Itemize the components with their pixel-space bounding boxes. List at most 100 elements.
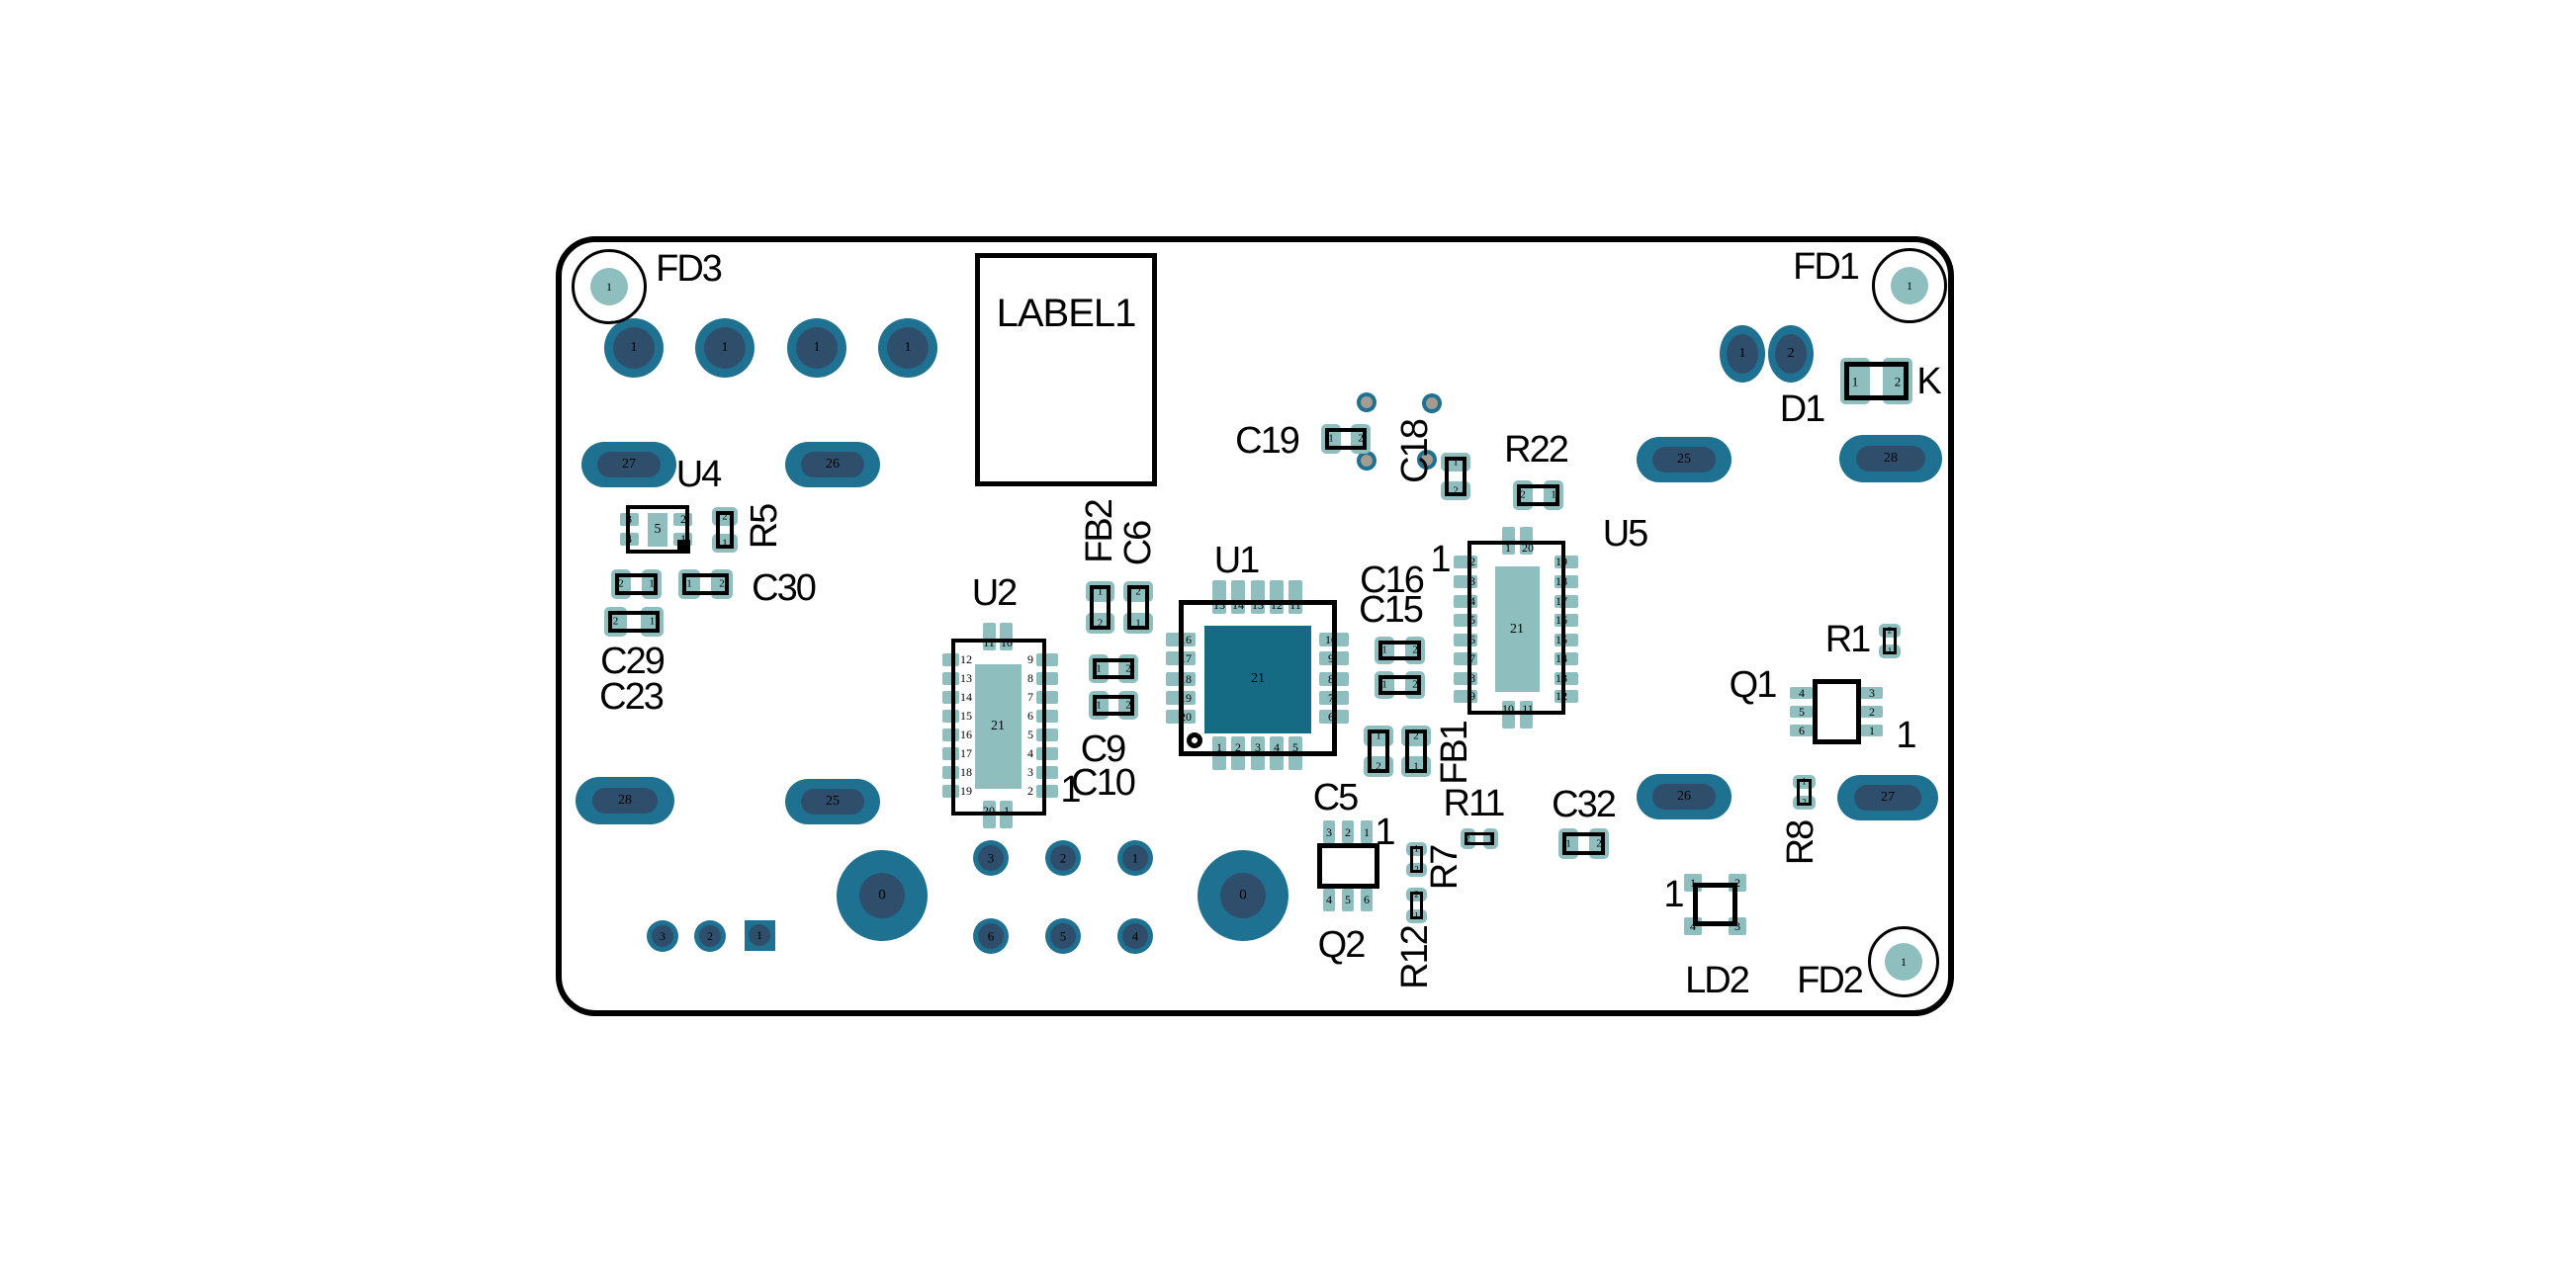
ic-u5-pad-3 [1454,575,1477,588]
chip-r8-num1: 1 [1802,776,1807,787]
chip-c9-body [1093,658,1134,679]
ic-u5-pin-number-9: 9 [1469,689,1475,703]
ic-u2-pin-number-17: 17 [960,746,972,760]
ic-u2-pin-number-10: 10 [1001,636,1013,649]
hole-1b-number: 1 [721,340,729,355]
slot-27-tl-number: 27 [622,457,636,472]
ic-u2-pin-number-2: 2 [1027,784,1033,798]
slot-25-bl-inner [801,789,864,815]
ic-u1-thermal-number: 21 [1251,671,1265,686]
pin1-ld2: 1 [1663,874,1684,915]
chip-c6-num2: 1 [1135,617,1141,629]
ref-r22: R22 [1504,429,1569,471]
ref-fb1: FB1 [1434,722,1475,785]
ref-c19: C19 [1235,420,1300,462]
ic-u2-pin-number-4: 4 [1027,746,1033,760]
chip-r7-num1: 1 [1414,843,1419,854]
chip-d1-body [1844,362,1909,400]
mount-0b-inner [1220,873,1266,918]
ref-q1: Q1 [1729,664,1778,706]
ic-u4-pin-number-1: 1 [680,532,686,546]
ref-q2: Q2 [1317,924,1367,966]
ic-q2-pad-1 [1361,820,1373,843]
via-3-hole [1361,455,1373,467]
ic-q2-pad-3 [1323,820,1335,843]
ic-u2-pad-5 [1036,729,1058,741]
ref-ld2: LD2 [1685,960,1750,1001]
hole-3-number: 3 [987,850,995,866]
ref-c32: C32 [1552,784,1617,825]
ic-u1-pin-number-2: 2 [1235,740,1241,754]
hole-4-number: 4 [1131,928,1139,944]
ic-q1-pin-number-3: 3 [1869,686,1875,700]
chip-r8-num2: 2 [1802,797,1807,808]
ic-u2-thermal-number: 21 [991,719,1005,733]
hole-1c-inner [796,327,838,369]
ic-u2-pad-11 [983,623,996,650]
ic-u1-pin-number-18: 18 [1180,672,1192,686]
ic-u2-pin-number-7: 7 [1027,690,1033,704]
ic-u1-pin-number-3: 3 [1255,740,1261,754]
ic-u5-pad-16 [1554,614,1578,627]
ic-u5-pin-number-12: 12 [1555,689,1567,703]
chip-r22-num2: 1 [1551,488,1556,501]
ic-u5-pad-13 [1554,672,1578,685]
chip-r12-num2: 1 [1414,910,1419,921]
ic-u1-pin-number-17: 17 [1180,651,1192,665]
ref-r7: R7 [1424,845,1466,891]
chip-r22-body [1517,484,1559,506]
ic-q1-pad-6 [1790,725,1813,736]
chip-c30-b-num2: 2 [719,577,725,590]
ic-u2-pin-number-9: 9 [1027,652,1033,666]
chip-c29-body [608,611,660,633]
ic-u2-pin-number-11: 11 [983,636,995,649]
chip-r22-num1: 2 [1520,488,1526,501]
chip-c32-num2: 2 [1596,837,1602,849]
chip-c10-num1: 1 [1096,699,1102,711]
ic-u5-pin-number-18: 18 [1555,574,1567,588]
ref-c6: C6 [1117,521,1159,566]
ic-u2-pin-number-18: 18 [960,765,972,779]
ic-q1-pad-5 [1790,706,1813,718]
hole-6-inner [978,923,1004,949]
chip-fb1-b-num2: 1 [1413,760,1419,772]
ic-q2-pin-number-1: 1 [1364,825,1370,839]
hole-1c-number: 1 [813,340,821,355]
chip-c18-num2: 2 [1453,484,1459,496]
ic-q1-pad-3 [1860,687,1883,699]
ic-q2-pad-4 [1323,889,1335,911]
chip-fb1-a-body [1368,730,1389,773]
ic-u5-pad-18 [1554,575,1578,588]
ic-u2-pin-number-12: 12 [960,652,972,666]
fiducial-FD2-dot [1885,943,1922,981]
ref-c9: C9 [1080,729,1127,770]
hole-1e-inner [1727,334,1758,374]
pin1-u5: 1 [1430,539,1451,580]
ref-fd1: FD1 [1793,246,1860,288]
ic-ld2-pin-number-1: 1 [1690,876,1696,890]
chip-r11-num1: 2 [1466,833,1470,843]
chip-c16-num2: 2 [1412,644,1418,656]
ic-q2-pin-number-4: 4 [1326,893,1332,906]
ic-q2-outline [1317,843,1379,889]
ref-r5: R5 [744,504,785,550]
chip-fb1-a-num2: 2 [1376,760,1381,772]
ref-k: K [1916,361,1941,402]
ic-u4-pin-number-2: 2 [680,512,686,526]
ic-u4-pin1-marker [677,540,690,554]
chip-c19-num2: 2 [1358,432,1364,445]
chip-fb2-num1: 1 [1097,585,1104,597]
ic-u2-pad-10 [1000,623,1013,650]
ic-u2-pin-number-1: 1 [1004,804,1010,817]
hole-1d-inner [887,327,929,369]
ic-u2-pin-number-20: 20 [983,804,995,817]
ic-u4-pin-number-4: 4 [626,532,632,546]
ic-u5-pin-number-10: 10 [1502,702,1514,716]
ic-u5-pad-11 [1520,701,1533,729]
ic-ld2-pin-number-3: 3 [1734,919,1740,933]
ic-u5-pad-15 [1554,634,1578,646]
slot-25-tr-inner [1652,447,1716,472]
chip-c15-body [1378,675,1421,695]
hole-1a-inner [613,327,655,369]
ic-u5-pin-number-15: 15 [1555,633,1567,646]
